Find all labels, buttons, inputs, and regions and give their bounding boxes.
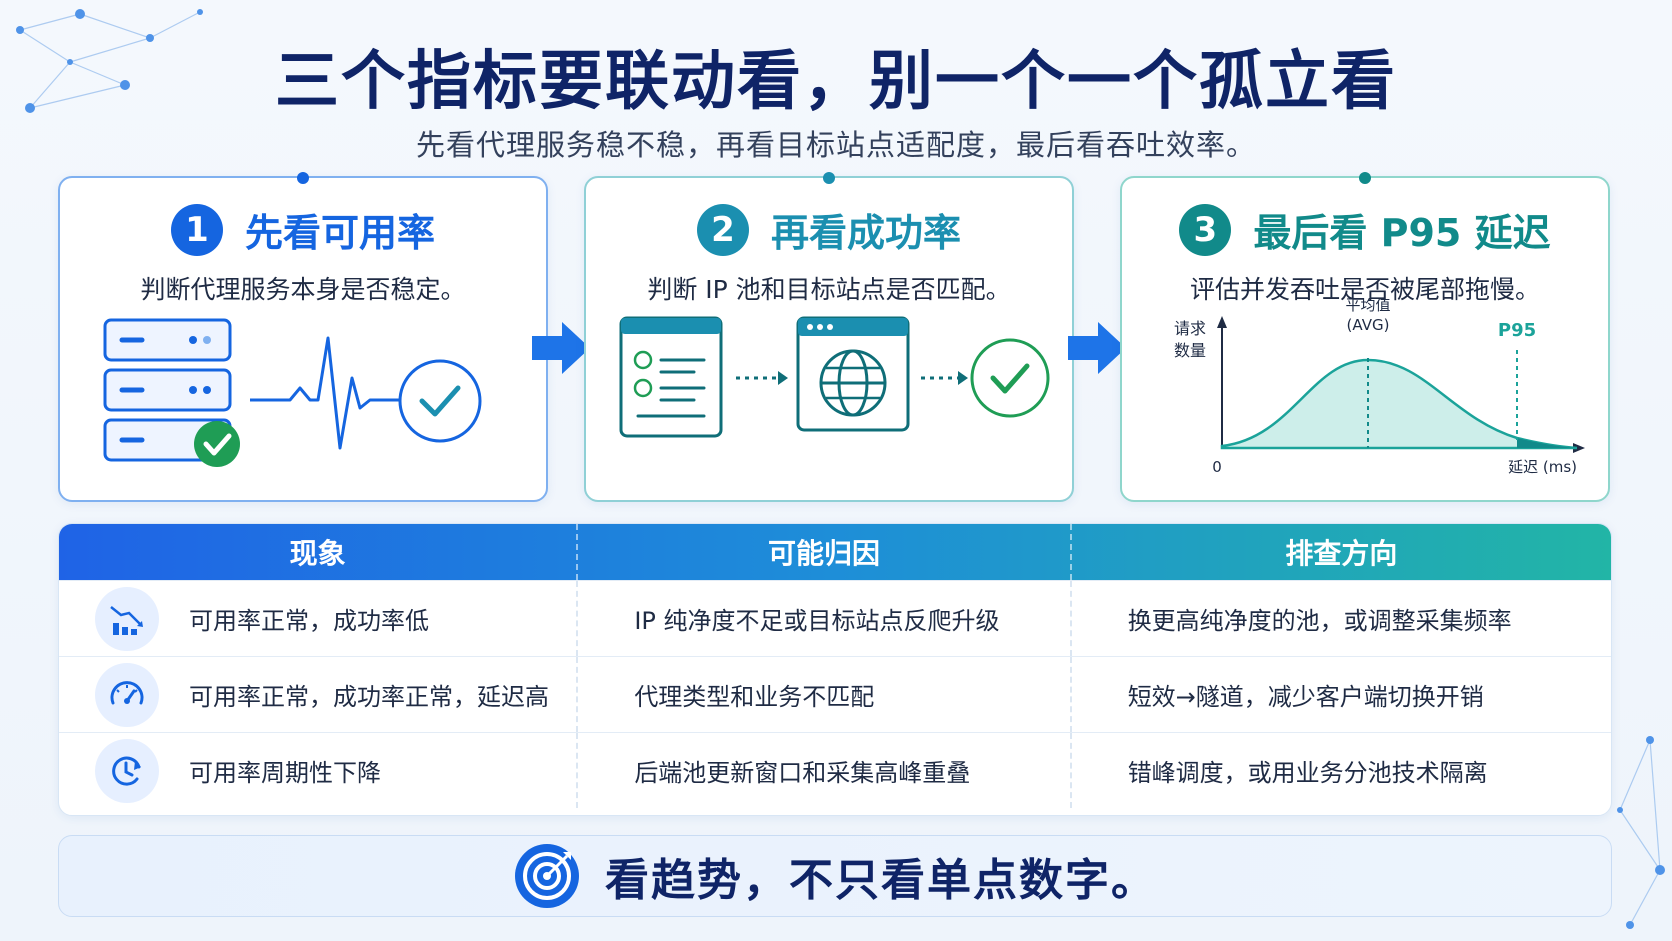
action-cell: 换更高纯净度的池，或调整采集频率 [1069,581,1611,656]
bar-chart-down-icon [95,586,159,651]
symptom-text: 可用率周期性下降 [189,759,381,787]
column-header-action: 排查方向 [1069,524,1611,580]
chart-xlabel: 延迟 (ms) [1508,458,1577,476]
distribution-curve [1220,358,1578,450]
check-badge-icon [194,421,240,467]
chart-ylabel: 数量 [1174,341,1206,360]
ip-pool-to-site-illustration [619,316,1050,438]
card-header: 2 再看成功率 [586,202,1072,257]
card-header: 1 先看可用率 [60,202,546,257]
server-heartbeat-illustration [103,318,482,467]
website-globe-icon [796,316,910,432]
p95-tail-area [1517,438,1577,448]
symptom-text: 可用率正常，成功率低 [189,607,429,635]
symptom-cell: 可用率周期性下降 [59,733,576,808]
table-row: 可用率正常，成功率低 IP 纯净度不足或目标站点反爬升级 换更高纯净度的池，或调… [59,580,1611,656]
card-title: 再看成功率 [770,211,961,255]
card-connector-dot [823,172,835,184]
table-row: 可用率周期性下降 后端池更新窗口和采集高峰重叠 错峰调度，或用业务分池技术隔离 [59,732,1611,808]
card-header: 3 最后看 P95 延迟 [1122,202,1608,257]
chart-ylabel: 请求 [1174,319,1206,338]
footer-banner: 看趋势，不只看单点数字。 [58,835,1612,917]
speedometer-icon [95,662,159,727]
check-circle-icon [398,359,482,443]
check-circle-icon [970,338,1050,418]
cause-cell: IP 纯净度不足或目标站点反爬升级 [576,581,1069,656]
step-number-badge: 2 [696,203,749,256]
card-description: 评估并发吞吐是否被尾部拖慢。 [1189,275,1540,304]
card-connector-dot [297,172,309,184]
checklist-icon [619,316,723,438]
page-subtitle: 先看代理服务稳不稳，再看目标站点适配度，最后看吞吐效率。 [415,128,1256,162]
card-description: 判断 IP 池和目标站点是否匹配。 [647,275,1011,304]
latency-distribution-chart: 请求 数量 平均值 (AVG) P95 0 延迟 (ms) [1174,298,1585,476]
table-row: 可用率正常，成功率正常，延迟高 代理类型和业务不匹配 短效→隧道，减少客户端切换… [59,656,1611,732]
footer-text: 看趋势，不只看单点数字。 [605,855,1157,906]
card-connector-dot [1359,172,1371,184]
flow-arrow-icon [1068,322,1126,374]
flow-arrow-icon [532,322,590,374]
card-title: 最后看 P95 延迟 [1253,211,1551,255]
symptom-cell: 可用率正常，成功率正常，延迟高 [59,657,576,732]
step-number-badge: 1 [170,203,223,256]
card-p95-latency: 3 最后看 P95 延迟 评估并发吞吐是否被尾部拖慢。 请求 数量 平均值 (A… [1120,172,1610,502]
page-title: 三个指标要联动看，别一个一个孤立看 [275,45,1397,119]
table-header: 现象 可能归因 排查方向 [59,524,1611,580]
cause-cell: 代理类型和业务不匹配 [576,657,1069,732]
symptom-cell: 可用率正常，成功率低 [59,581,576,656]
column-header-cause: 可能归因 [576,524,1069,580]
action-cell: 错峰调度，或用业务分池技术隔离 [1069,733,1611,808]
diagnosis-table: 现象 可能归因 排查方向 可用率正常，成功率低 IP 纯净度不足或目标站点反爬升… [58,523,1612,816]
card-availability: 1 先看可用率 判断代理服务本身是否稳定。 [58,172,548,502]
column-header-symptom: 现象 [289,537,346,570]
chart-origin-label: 0 [1212,458,1222,476]
heartbeat-line-icon [250,336,405,450]
action-cell: 短效→隧道，减少客户端切换开销 [1069,657,1611,732]
step-number-badge: 3 [1179,203,1232,256]
avg-label: 平均值 [1345,298,1390,314]
card-success-rate: 2 再看成功率 判断 IP 池和目标站点是否匹配。 [584,172,1074,502]
symptom-text: 可用率正常，成功率正常，延迟高 [189,683,549,711]
p95-label: P95 [1498,320,1536,341]
card-title: 先看可用率 [244,211,435,255]
target-icon [515,844,579,908]
clock-refresh-icon [95,738,159,803]
cause-cell: 后端池更新窗口和采集高峰重叠 [576,733,1069,808]
card-description: 判断代理服务本身是否稳定。 [140,275,466,304]
avg-label: (AVG) [1347,316,1390,334]
